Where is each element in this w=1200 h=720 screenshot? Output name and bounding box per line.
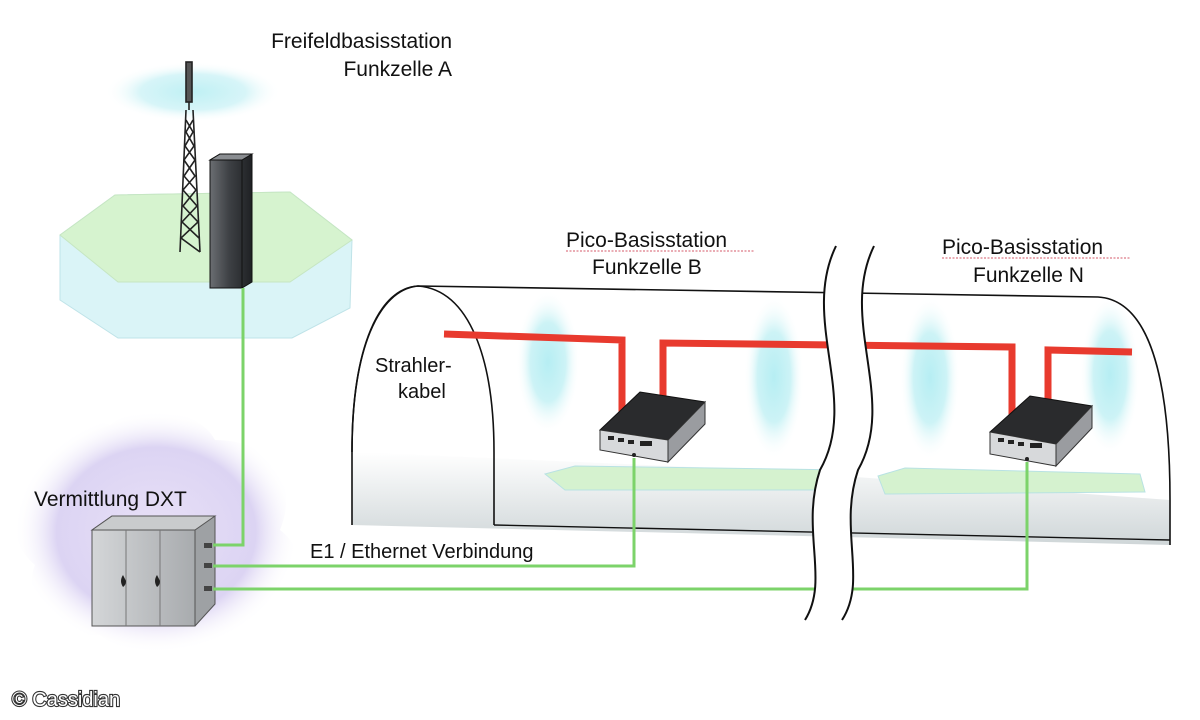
link-switch-to-pico-b: [213, 458, 636, 568]
platform-cell-b: [543, 465, 846, 491]
radiating-cable-b-left: [443, 330, 626, 425]
radiating-cable-label-1: Strahler-: [375, 355, 452, 377]
platform-cell-n: [877, 467, 1146, 495]
link-lines: [213, 288, 1029, 591]
outdoor-site: [59, 61, 353, 339]
coverage-beam-1: [516, 290, 580, 434]
pico-station-b-icon: [598, 391, 707, 464]
outdoor-coverage-halo: [105, 62, 281, 122]
pico-station-n-icon: [988, 395, 1094, 468]
tunnel-break-marker: [804, 245, 875, 621]
outdoor-ground-top: [59, 191, 353, 283]
base-station-cabinet-icon: [208, 153, 254, 289]
antenna-mast-icon: [179, 61, 201, 253]
pico-n-cell: Funkzelle N: [973, 264, 1084, 287]
pico-b-title: Pico-Basisstation: [566, 229, 727, 252]
pico-b-cell: Funkzelle B: [592, 256, 702, 279]
switch-label: Vermittlung DXT: [34, 488, 187, 511]
coverage-beam-2: [744, 295, 804, 459]
copyright-label: © Cassidian: [12, 689, 120, 711]
tunnel-entrance-arch: [351, 285, 495, 525]
outdoor-station-cell: Funkzelle A: [343, 58, 452, 81]
coverage-beam-3: [900, 296, 960, 460]
radiating-cable-label-2: kabel: [398, 381, 446, 403]
link-switch-to-pico-n: [213, 462, 1029, 591]
coverage-beam-4: [1080, 295, 1140, 455]
outdoor-station-title: Freifeldbasisstation: [271, 30, 452, 53]
pico-n-title: Pico-Basisstation: [942, 236, 1103, 259]
link-label: E1 / Ethernet Verbindung: [310, 541, 534, 563]
switch-site: [13, 410, 299, 654]
switch-cabinet-icon: [90, 515, 217, 627]
link-switch-to-outdoor: [213, 288, 245, 547]
